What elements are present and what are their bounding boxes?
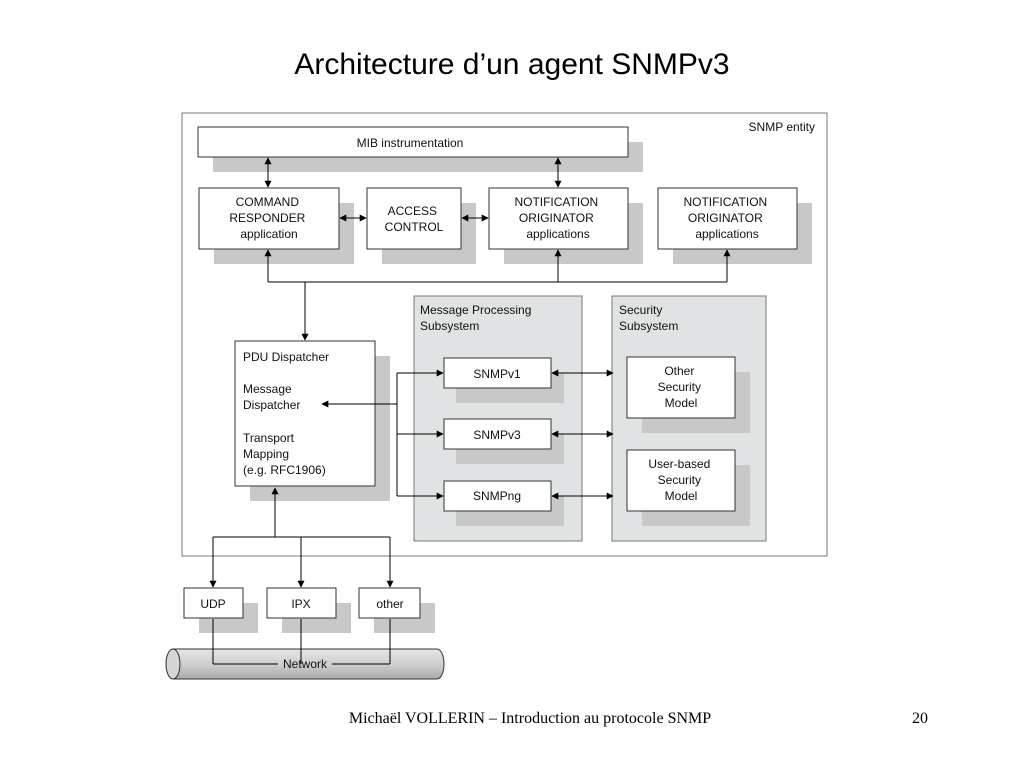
command-responder-box: [198, 187, 340, 250]
other-transport-label: other: [376, 597, 403, 611]
notification-originator-label-1: NOTIFICATION ORIGINATOR applications: [514, 195, 601, 241]
security-title: Security Subsystem: [619, 303, 678, 333]
other-security-model-box: [626, 356, 736, 419]
snmpng-label: SNMPng: [473, 489, 521, 503]
transport-network-lines: [212, 619, 391, 665]
snmpv3-box: [443, 418, 552, 450]
mib-instrumentation-label: MIB instrumentation: [357, 136, 464, 150]
applications-bus: [264, 249, 731, 341]
footer-text: Michaël VOLLERIN – Introduction au proto…: [348, 710, 712, 727]
ipx-label: IPX: [291, 597, 310, 611]
pdu-dispatcher-label: PDU Dispatcher Message Dispatcher Transp…: [243, 350, 332, 477]
access-control-box: [366, 187, 462, 250]
udp-box: [183, 587, 244, 619]
mib-instrumentation-box: [197, 126, 629, 158]
user-based-security-model-label: User-based Security Model: [648, 457, 713, 503]
snmp-entity-label: SNMP entity: [749, 120, 815, 134]
page-number: 20: [912, 710, 928, 727]
command-responder-label: COMMAND RESPONDER application: [229, 195, 308, 241]
network-pipe: [165, 648, 445, 680]
snmpv1-box: [443, 357, 552, 389]
dispatcher-message-processing-connectors: [321, 369, 444, 500]
slide-title: Architecture d’un agent SNMPv3: [294, 48, 730, 81]
dispatcher-transport-connectors: [209, 487, 394, 588]
notification-originator-box-1: [488, 187, 629, 250]
access-control-label: ACCESS CONTROL: [385, 204, 444, 234]
notification-originator-box-2: [657, 187, 798, 250]
ipx-box: [266, 587, 337, 619]
snmpng-box: [443, 480, 552, 512]
user-based-security-model-box: [626, 449, 736, 512]
snmpv3-label: SNMPv3: [473, 428, 521, 442]
message-processing-title: Message Processing Subsystem: [420, 303, 535, 333]
message-security-arrows: [551, 369, 614, 500]
snmpv1-label: SNMPv1: [473, 367, 521, 381]
pdu-dispatcher-box: [234, 340, 376, 487]
other-transport-box: [358, 587, 421, 619]
notification-originator-label-2: NOTIFICATION ORIGINATOR applications: [683, 195, 770, 241]
network-label: Network: [283, 657, 328, 671]
other-security-model-label: Other Security Model: [658, 364, 705, 410]
udp-label: UDP: [200, 597, 225, 611]
